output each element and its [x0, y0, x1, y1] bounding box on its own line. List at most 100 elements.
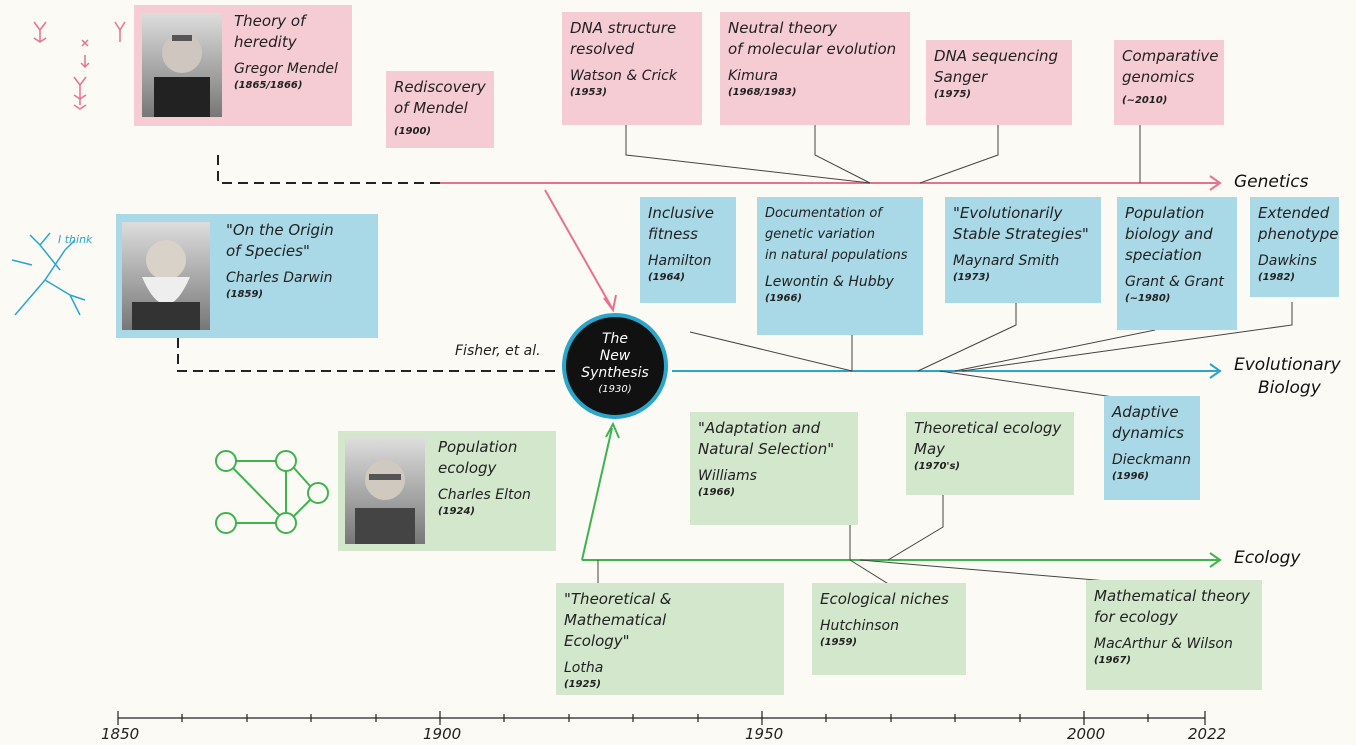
event-author: Charles Elton: [438, 487, 531, 503]
rediscovery-box: Rediscovery of Mendel (1900): [386, 71, 494, 148]
evolution-label-2: Biology: [1258, 378, 1321, 398]
event-title: heredity: [234, 33, 297, 51]
event-author: Sanger: [934, 68, 988, 86]
event-title: "On the Origin: [226, 221, 334, 239]
event-year: (1982): [1258, 272, 1295, 283]
adaptive-dynamics-box: Adaptive dynamics Dieckmann (1996): [1104, 396, 1200, 500]
flower-icon: [33, 21, 126, 110]
event-title: genetic variation: [765, 227, 875, 242]
event-title: Extended: [1258, 204, 1330, 222]
theoretical-ecology-box: Theoretical ecology May (1970's): [906, 412, 1074, 495]
event-author: Watson & Crick: [570, 68, 677, 84]
event-title: speciation: [1125, 246, 1202, 264]
fisher-label: Fisher, et al.: [455, 343, 541, 359]
event-title: for ecology: [1094, 608, 1178, 626]
adaptation-box: "Adaptation and Natural Selection" Willi…: [690, 412, 858, 525]
niches-box: Ecological niches Hutchinson (1959): [812, 583, 966, 675]
event-author: Kimura: [728, 68, 778, 84]
event-year: (1900): [394, 126, 431, 137]
event-title: Adaptive: [1112, 403, 1179, 421]
event-title: Neutral theory: [728, 19, 837, 37]
event-title: Population: [1125, 204, 1205, 222]
annotation-label: I think: [58, 233, 93, 246]
event-year: (1859): [226, 289, 263, 300]
neutral-theory-box: Neutral theory of molecular evolution Ki…: [720, 12, 910, 125]
tick-label: 2022: [1188, 725, 1227, 743]
event-title: Ecology": [564, 632, 630, 650]
event-title: "Adaptation and: [698, 419, 821, 437]
inclusive-fitness-box: Inclusive fitness Hamilton (1964): [640, 197, 736, 303]
event-year: (~1980): [1125, 293, 1171, 304]
event-author: Dieckmann: [1112, 452, 1192, 468]
event-title: Natural Selection": [698, 440, 835, 458]
tree-icon: [11, 232, 86, 316]
event-year: (1865/1866): [234, 80, 303, 91]
event-year: (1968/1983): [728, 87, 797, 98]
lotha-box: "Theoretical & Mathematical Ecology" Lot…: [556, 583, 784, 695]
population-biology-box: Population biology and speciation Grant …: [1117, 197, 1237, 330]
event-title: resolved: [570, 40, 635, 58]
macarthur-box: Mathematical theory for ecology MacArthu…: [1086, 580, 1262, 690]
event-title: dynamics: [1112, 424, 1184, 442]
genetics-label: Genetics: [1234, 172, 1309, 192]
event-author: Hamilton: [648, 253, 712, 269]
elton-portrait-image: [345, 438, 425, 544]
event-year: (1925): [564, 679, 601, 690]
event-title: Theoretical ecology: [914, 419, 1062, 437]
event-title: of Species": [226, 242, 310, 260]
event-year: (1967): [1094, 655, 1131, 666]
event-author: Lotha: [564, 660, 604, 676]
event-author: Gregor Mendel: [234, 61, 338, 77]
event-title: of molecular evolution: [728, 40, 897, 58]
ns-line-2: New: [599, 348, 631, 364]
ns-line-3: Synthesis: [581, 365, 649, 381]
darwin-portrait-image: [122, 222, 210, 330]
event-title: biology and: [1125, 225, 1213, 243]
tick-label: 1850: [101, 725, 140, 743]
dna-structure-box: DNA structure resolved Watson & Crick (1…: [562, 12, 702, 125]
event-year: (1966): [698, 487, 735, 498]
ns-line-1: The: [601, 331, 629, 347]
ess-box: "Evolutionarily Stable Strategies" Mayna…: [945, 197, 1101, 303]
event-year: (1973): [953, 272, 990, 283]
event-year: (1996): [1112, 471, 1149, 482]
ns-year: (1930): [598, 384, 632, 395]
new-synthesis-node: The New Synthesis (1930): [562, 313, 668, 419]
event-year: (1975): [934, 89, 971, 100]
tick-label: 2000: [1067, 725, 1106, 743]
event-author: Hutchinson: [820, 618, 899, 634]
event-title: Theory of: [234, 12, 306, 30]
genetic-variation-box: Documentation of genetic variation in na…: [757, 197, 923, 335]
event-title: Stable Strategies": [953, 225, 1089, 243]
event-title: Documentation of: [765, 206, 882, 221]
event-title: Ecological niches: [820, 590, 949, 608]
event-year: (1966): [765, 293, 802, 304]
event-title: ecology: [438, 459, 497, 477]
network-icon: [215, 450, 329, 534]
event-title: genomics: [1122, 68, 1195, 86]
event-year: (1953): [570, 87, 607, 98]
event-title: Rediscovery: [394, 78, 486, 96]
event-title: Population: [438, 438, 518, 456]
extended-phenotype-box: Extended phenotype Dawkins (1982): [1250, 197, 1339, 297]
event-author: Maynard Smith: [953, 253, 1060, 269]
event-title: Mathematical theory: [1094, 587, 1250, 605]
comparative-genomics-box: Comparative genomics (~2010): [1114, 40, 1224, 125]
event-author: May: [914, 440, 946, 458]
event-title: in natural populations: [765, 248, 908, 263]
tick-label: 1900: [423, 725, 462, 743]
event-year: (~2010): [1122, 95, 1168, 106]
event-year: (1970's): [914, 461, 960, 472]
event-title: DNA sequencing: [934, 47, 1059, 65]
tick-label: 1950: [745, 725, 784, 743]
event-title: DNA structure: [570, 19, 677, 37]
event-title: phenotype: [1258, 225, 1339, 243]
event-year: (1964): [648, 272, 685, 283]
event-year: (1959): [820, 637, 857, 648]
event-title: "Theoretical & Mathematical: [564, 590, 672, 629]
event-author: Dawkins: [1258, 253, 1317, 269]
event-title: fitness: [648, 225, 698, 243]
event-author: Williams: [698, 468, 757, 484]
event-author: Charles Darwin: [226, 270, 333, 286]
event-title: of Mendel: [394, 99, 468, 117]
